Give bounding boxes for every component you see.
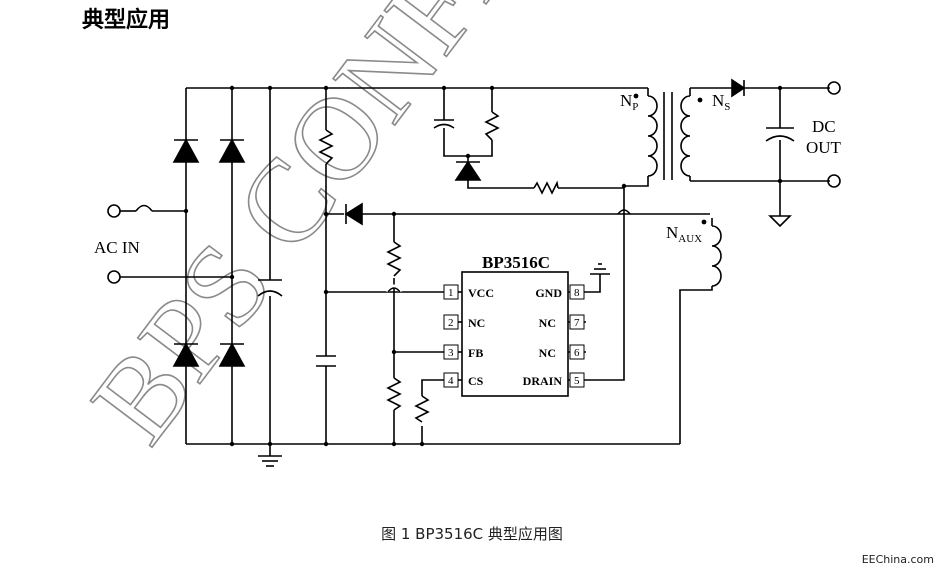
snubber-diode-icon	[454, 160, 482, 181]
pin-7-number: 7	[574, 317, 580, 329]
figure-caption: 图 1 BP3516C 典型应用图	[381, 525, 563, 543]
pin-7-name: NC	[539, 316, 556, 330]
pin-3-number: 3	[448, 347, 454, 359]
circuit-wires	[120, 87, 830, 456]
bridge-diode-icon	[172, 138, 246, 367]
pin-6-name: NC	[539, 346, 556, 360]
out-label: OUT	[806, 138, 842, 157]
junction-dots	[183, 85, 783, 447]
ac-input-terminals	[107, 204, 153, 284]
pin-1-number: 1	[448, 287, 454, 299]
pin-6-number: 6	[574, 347, 580, 359]
transformer-icon	[633, 92, 703, 180]
ns-label: NS	[712, 91, 730, 113]
output-diode-icon	[731, 78, 746, 98]
np-label: NP	[620, 91, 638, 113]
pin-4-name: CS	[468, 374, 484, 388]
site-credit: EEChina.com	[861, 553, 934, 566]
capacitor-icon	[316, 119, 455, 367]
pin-3-name: FB	[468, 346, 483, 360]
aux-winding-icon	[701, 219, 722, 287]
pin-8-number: 8	[574, 287, 580, 299]
dc-label: DC	[812, 117, 836, 136]
pin-1-name: VCC	[468, 286, 494, 300]
resistor-icon	[318, 111, 559, 423]
ground-icon	[258, 263, 610, 467]
naux-label: NAUX	[666, 223, 702, 245]
output-ground-icon	[768, 215, 792, 228]
bulk-capacitor-icon	[257, 279, 283, 297]
ic-bp3516c: BP3516C 1 2 3 4 VCC NC FB CS 8 7 6 5 GND	[443, 253, 586, 397]
wire-crossings	[386, 209, 631, 293]
pin-5-number: 5	[574, 375, 580, 387]
ac-in-label: AC IN	[94, 238, 140, 257]
aux-diode-icon	[344, 202, 363, 226]
ic-name: BP3516C	[482, 253, 550, 272]
output-capacitor-icon	[765, 127, 795, 142]
dc-output-terminals	[827, 81, 841, 188]
pin-8-name: GND	[535, 286, 562, 300]
pin-5-name: DRAIN	[523, 374, 563, 388]
section-heading: 典型应用	[82, 8, 171, 33]
pin-2-number: 2	[448, 317, 454, 329]
pin-2-name: NC	[468, 316, 485, 330]
pin-4-number: 4	[448, 375, 454, 387]
